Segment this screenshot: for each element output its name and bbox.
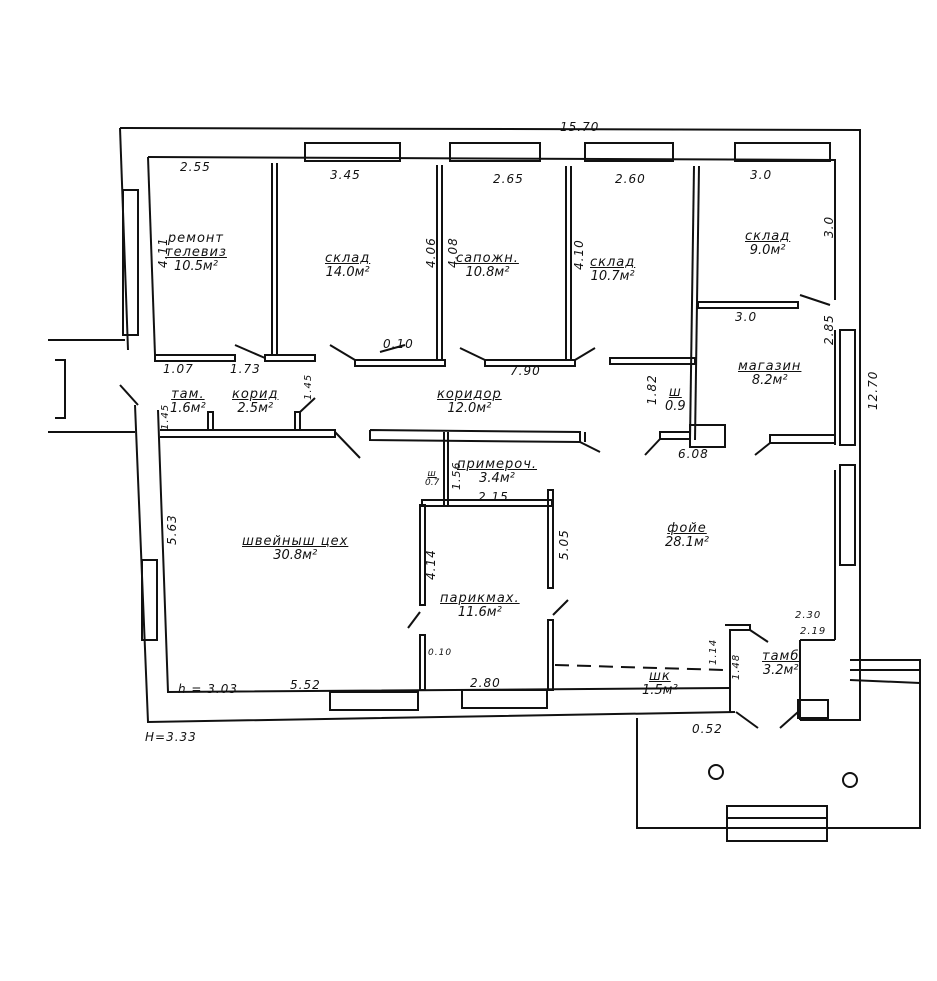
dim: 1.14 <box>708 638 719 665</box>
dim: 2.60 <box>615 172 646 186</box>
dim: 5.05 <box>557 529 571 560</box>
dim: 2.30 <box>795 610 822 621</box>
dim: 2.19 <box>800 626 827 637</box>
dim: 1.45 <box>303 373 314 400</box>
dim: 0.10 <box>428 648 453 658</box>
ceiling-height-outer: H=3.33 <box>145 730 197 744</box>
dim: 2.85 <box>822 314 836 345</box>
dim: 4.14 <box>424 549 438 580</box>
dim: 5.63 <box>165 514 179 545</box>
dim: 2.55 <box>180 160 211 174</box>
room-label-vestibule-small: там.1.6м² <box>170 387 206 416</box>
dim: 4.08 <box>446 237 460 268</box>
dim-overall-width: 15.70 <box>560 120 600 134</box>
dim: 3.0 <box>822 215 836 238</box>
ceiling-height-inner: h = 3.03 <box>178 682 239 696</box>
dim: 3.0 <box>735 310 758 324</box>
dim: 1.82 <box>645 374 659 405</box>
room-label-repair-tv: ремонт телевиз 10.5м² <box>165 231 227 274</box>
dim: 4.06 <box>424 237 438 268</box>
dim: 6.08 <box>678 447 709 461</box>
room-label-hairdresser: парикмах.11.6м² <box>440 591 520 620</box>
dim: 1.48 <box>731 653 742 680</box>
dim: 2.15 <box>478 490 509 504</box>
dim: 7.90 <box>510 364 541 378</box>
dim: 0.10 <box>383 337 414 351</box>
dim-overall-depth: 12.70 <box>866 370 880 410</box>
dim: 5.52 <box>290 678 321 692</box>
dim: 2.80 <box>470 676 501 690</box>
dim: 4.11 <box>156 237 170 268</box>
dim: 1.07 <box>163 362 194 376</box>
dim: 1.73 <box>230 362 261 376</box>
dim: 0.52 <box>692 722 723 736</box>
room-label-shoemaker: сапожн.10.8м² <box>456 251 519 280</box>
room-label-fitting-room: примероч.3.4м² <box>457 457 538 486</box>
dim: 2.65 <box>493 172 524 186</box>
dim: 3.0 <box>750 168 773 182</box>
dim: 3.45 <box>330 168 361 182</box>
outer-wall <box>119 127 861 721</box>
dim: 4.10 <box>572 239 586 270</box>
dim: 1.56 <box>450 461 463 491</box>
dim: 1.45 <box>160 403 171 430</box>
